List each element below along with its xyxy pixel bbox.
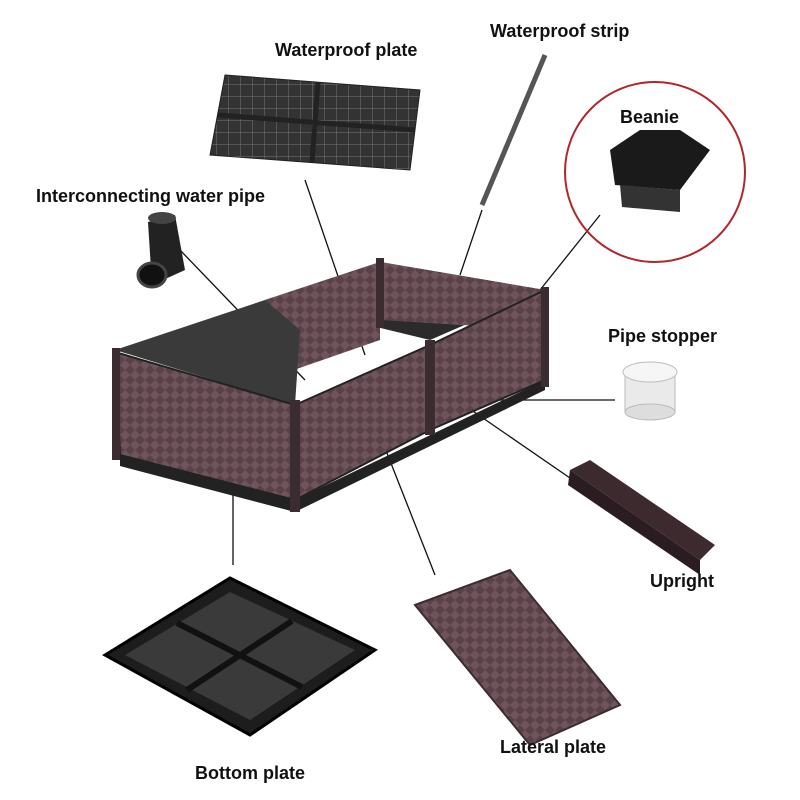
planter-box-image: [112, 258, 549, 512]
label-upright: Upright: [650, 571, 714, 591]
label-interconnecting-water-pipe: Interconnecting water pipe: [36, 186, 266, 206]
waterproof-strip-image: [479, 54, 548, 206]
label-lateral-plate: Lateral plate: [500, 737, 607, 757]
label-bottom-plate: Bottom plate: [195, 763, 305, 783]
label-waterproof-plate: Waterproof plate: [275, 40, 418, 60]
label-pipe-stopper: Pipe stopper: [608, 326, 718, 346]
upright-image: [568, 460, 715, 575]
water-pipe-image: [136, 212, 185, 289]
label-beanie: Beanie: [620, 107, 680, 127]
pipe-stopper-image: [622, 361, 678, 421]
waterproof-plate-image: [209, 74, 421, 171]
beanie-image: [564, 81, 746, 263]
lateral-plate-image: [413, 568, 622, 747]
label-waterproof-strip: Waterproof strip: [490, 21, 630, 41]
bottom-plate-image: [102, 576, 378, 737]
